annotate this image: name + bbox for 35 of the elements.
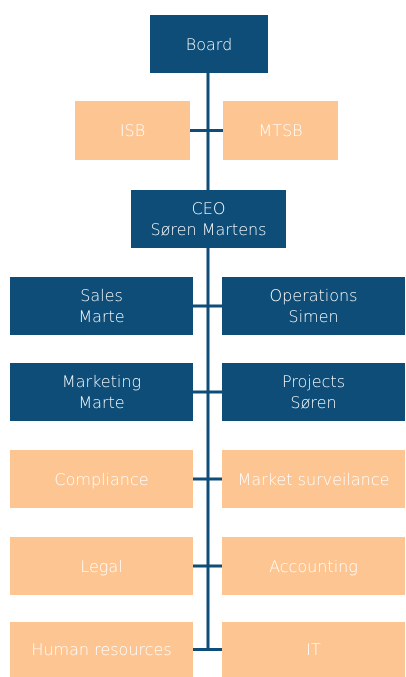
role-title: CEO — [192, 198, 226, 219]
person-name: Simen — [288, 306, 339, 327]
org-box — [10, 450, 193, 508]
connector-line — [206, 248, 222, 651]
role-title: Marketing — [62, 371, 142, 392]
role-title: ISB — [120, 120, 146, 141]
org-box — [222, 537, 405, 595]
org-box — [222, 277, 405, 335]
person-name: Søren Martens — [150, 219, 267, 240]
org-box — [10, 363, 193, 421]
org-box — [10, 622, 193, 677]
role-title: Board — [186, 34, 232, 54]
person-name: Marte — [78, 392, 125, 413]
person-name: Marte — [78, 306, 125, 327]
role-title: Projects — [282, 371, 346, 392]
role-title: Compliance — [54, 468, 149, 490]
role-title: Legal — [80, 556, 123, 576]
org-box — [10, 277, 193, 335]
org-box — [75, 101, 190, 160]
org-box — [222, 450, 405, 508]
role-title: IT — [306, 639, 321, 660]
org-box — [10, 537, 193, 595]
role-title: Accounting — [269, 556, 358, 576]
org-box — [150, 15, 268, 73]
org-box — [222, 622, 405, 677]
person-name: Søren — [290, 392, 337, 413]
org-box — [131, 190, 286, 248]
role-title: MTSB — [258, 120, 303, 141]
role-title: Sales — [80, 285, 123, 306]
role-title: Human resources — [31, 639, 172, 660]
role-title: Market surveilance — [238, 468, 390, 490]
org-box — [223, 101, 338, 160]
role-title: Operations — [270, 285, 358, 306]
connector-line — [206, 73, 223, 132]
org-box — [222, 363, 405, 421]
